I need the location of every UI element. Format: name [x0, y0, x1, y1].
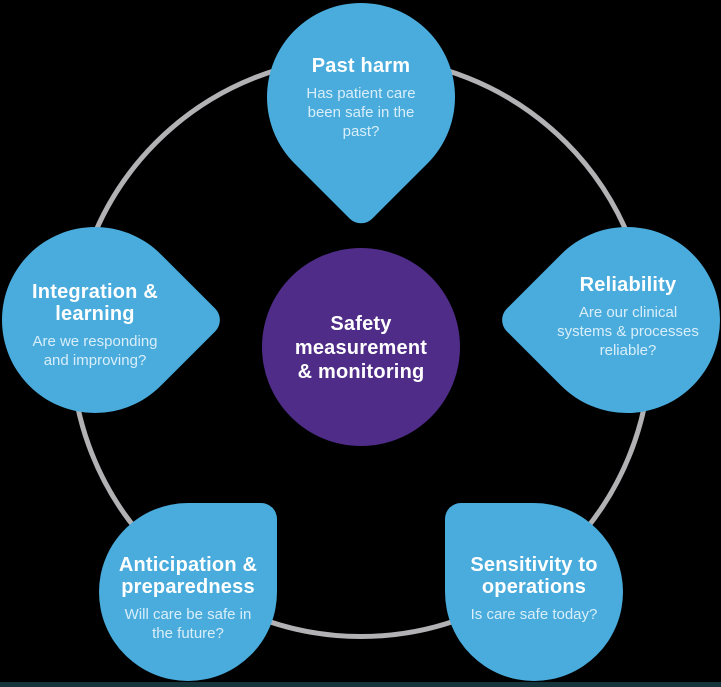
- node-title-sensitivity-operations: Sensitivity to operations: [424, 554, 644, 598]
- node-text-sensitivity-operations: Sensitivity to operations Is care safe t…: [424, 554, 644, 624]
- text-line: the future?: [152, 625, 224, 642]
- text-line: learning: [55, 303, 135, 325]
- node-subtitle-past-harm: Has patient care been safe in the past?: [251, 84, 471, 141]
- text-line: Is care safe today?: [470, 606, 598, 623]
- node-text-reliability: Reliability Are our clinical systems & p…: [518, 274, 721, 360]
- node-subtitle-integration-learning: Are we responding and improving?: [0, 332, 205, 370]
- text-line: Integration &: [32, 281, 158, 303]
- text-line: Sensitivity to: [470, 554, 598, 576]
- text-line: reliable?: [599, 342, 657, 359]
- node-text-past-harm: Past harm Has patient care been safe in …: [251, 55, 471, 141]
- node-subtitle-sensitivity-operations: Is care safe today?: [424, 605, 644, 624]
- footer-strip: [0, 682, 721, 687]
- node-shape-anticipation-preparedness: [99, 503, 277, 681]
- text-line: and improving?: [43, 352, 147, 369]
- text-line: past?: [342, 123, 380, 140]
- text-line: measurement: [294, 337, 428, 359]
- node-text-integration-learning: Integration & learning Are we responding…: [0, 281, 205, 370]
- center-label: Safety measurement & monitoring: [251, 312, 471, 384]
- center-circle: [262, 248, 460, 446]
- node-title-reliability: Reliability: [518, 274, 721, 296]
- text-line: preparedness: [121, 576, 255, 598]
- text-line: Safety: [330, 313, 392, 335]
- node-subtitle-reliability: Are our clinical systems & processes rel…: [518, 303, 721, 360]
- node-title-anticipation-preparedness: Anticipation & preparedness: [78, 554, 298, 598]
- node-subtitle-anticipation-preparedness: Will care be safe in the future?: [78, 605, 298, 643]
- text-line: been safe in the: [307, 104, 415, 121]
- node-shape-sensitivity-operations: [445, 503, 623, 681]
- text-line: Past harm: [311, 55, 411, 77]
- node-title-past-harm: Past harm: [251, 55, 471, 77]
- text-line: Anticipation &: [118, 554, 258, 576]
- text-line: Will care be safe in: [124, 606, 252, 623]
- node-title-integration-learning: Integration & learning: [0, 281, 205, 325]
- text-line: Reliability: [579, 274, 677, 296]
- text-line: Are we responding: [32, 333, 158, 350]
- text-line: Are our clinical: [578, 304, 678, 321]
- text-line: Has patient care: [306, 85, 416, 102]
- text-line: operations: [481, 576, 587, 598]
- node-text-anticipation-preparedness: Anticipation & preparedness Will care be…: [78, 554, 298, 643]
- text-line: systems & processes: [557, 323, 699, 340]
- text-line: & monitoring: [297, 361, 425, 383]
